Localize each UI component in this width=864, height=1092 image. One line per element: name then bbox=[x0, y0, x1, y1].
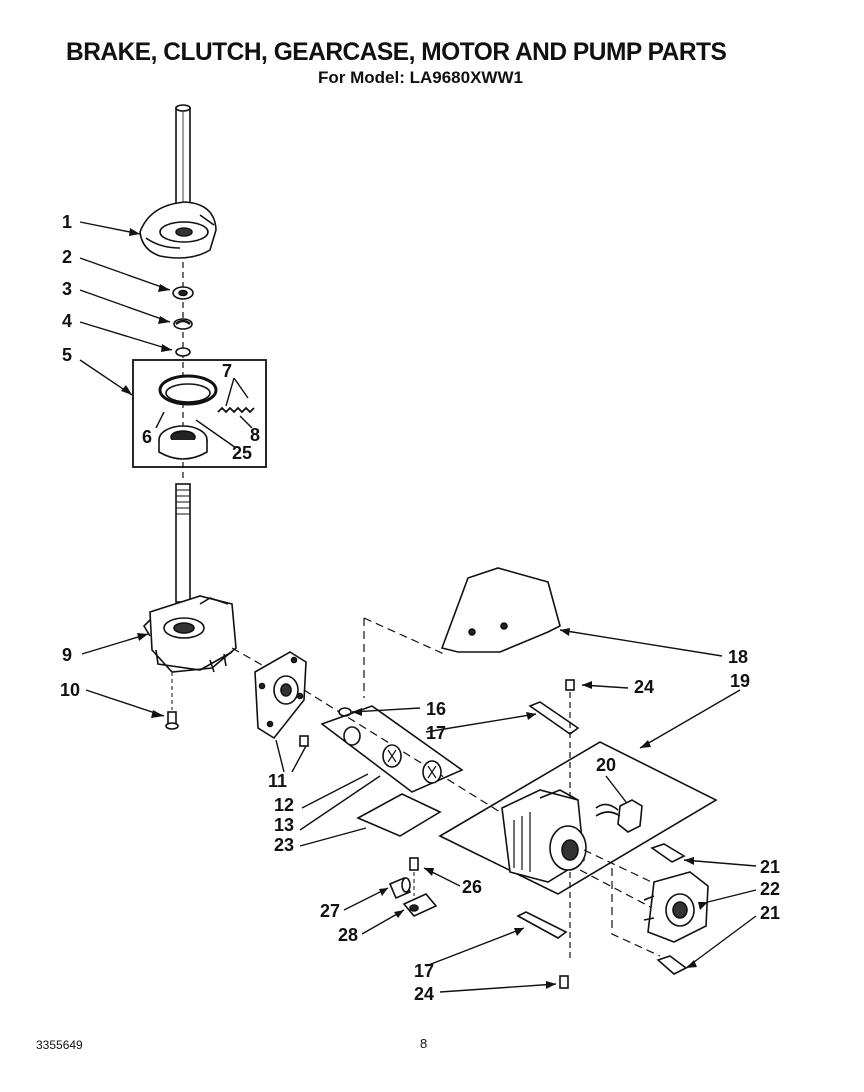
pump-clip-lower-part bbox=[656, 955, 688, 975]
page-title: BRAKE, CLUTCH, GEARCASE, MOTOR AND PUMP … bbox=[66, 38, 727, 66]
callout-20: 20 bbox=[596, 755, 617, 775]
clip-part bbox=[173, 318, 193, 330]
callout-26: 26 bbox=[462, 877, 483, 897]
bushing-part bbox=[388, 876, 412, 900]
gearcase-part bbox=[142, 595, 237, 673]
callout-10: 10 bbox=[60, 680, 81, 700]
callout-8: 8 bbox=[250, 425, 261, 445]
gearcase-bolt-part bbox=[165, 711, 179, 730]
washer-part bbox=[172, 286, 194, 300]
callout-24-lower: 24 bbox=[414, 984, 435, 1004]
callout-24-upper: 24 bbox=[634, 677, 655, 697]
callout-6: 6 bbox=[142, 427, 153, 447]
document-number: 3355649 bbox=[36, 1038, 83, 1052]
callout-25: 25 bbox=[232, 443, 253, 463]
callout-17-lower: 17 bbox=[414, 961, 435, 981]
callout-19: 19 bbox=[730, 671, 751, 691]
callout-11: 11 bbox=[268, 771, 288, 791]
callout-5: 5 bbox=[62, 345, 73, 365]
clutch-spring-part bbox=[217, 406, 255, 414]
callout-9: 9 bbox=[62, 645, 73, 665]
clutch-assembly-box bbox=[132, 359, 267, 468]
motor-shield-part bbox=[440, 567, 561, 653]
motor-part bbox=[501, 789, 587, 883]
ring-part bbox=[175, 347, 191, 357]
callout-27: 27 bbox=[320, 901, 341, 921]
page-number: 8 bbox=[420, 1036, 428, 1051]
callout-2: 2 bbox=[62, 247, 73, 267]
model-subtitle: For Model: LA9680XWW1 bbox=[318, 68, 523, 87]
strap-upper-part bbox=[528, 701, 580, 735]
callout-4: 4 bbox=[62, 311, 73, 331]
callout-21-lower: 21 bbox=[760, 903, 781, 923]
strap-lower-part bbox=[516, 911, 568, 939]
motor-switch-part bbox=[595, 799, 643, 833]
callout-18: 18 bbox=[728, 647, 749, 667]
callout-12: 12 bbox=[274, 795, 295, 815]
lower-shaft bbox=[175, 483, 191, 603]
clamp-part bbox=[402, 893, 438, 917]
pump-clip-upper-part bbox=[650, 843, 686, 863]
pump-part bbox=[643, 871, 709, 943]
callout-16: 16 bbox=[426, 699, 447, 719]
callout-3: 3 bbox=[62, 279, 73, 299]
bolt-part bbox=[409, 857, 419, 871]
callout-13: 13 bbox=[274, 815, 295, 835]
plate-bolt-part bbox=[299, 735, 309, 747]
screw-upper-part bbox=[565, 679, 575, 691]
callout-17-upper: 17 bbox=[426, 723, 447, 743]
callout-21-upper: 21 bbox=[760, 857, 781, 877]
screw-lower-part bbox=[559, 975, 569, 989]
brake-cam-part bbox=[139, 201, 217, 259]
callout-23: 23 bbox=[274, 835, 295, 855]
callout-28: 28 bbox=[338, 925, 359, 945]
callout-22: 22 bbox=[760, 879, 781, 899]
callout-7: 7 bbox=[222, 361, 233, 381]
coupling-pad-part bbox=[356, 793, 442, 837]
mounting-plate-part bbox=[254, 651, 307, 740]
callout-1: 1 bbox=[62, 212, 73, 232]
